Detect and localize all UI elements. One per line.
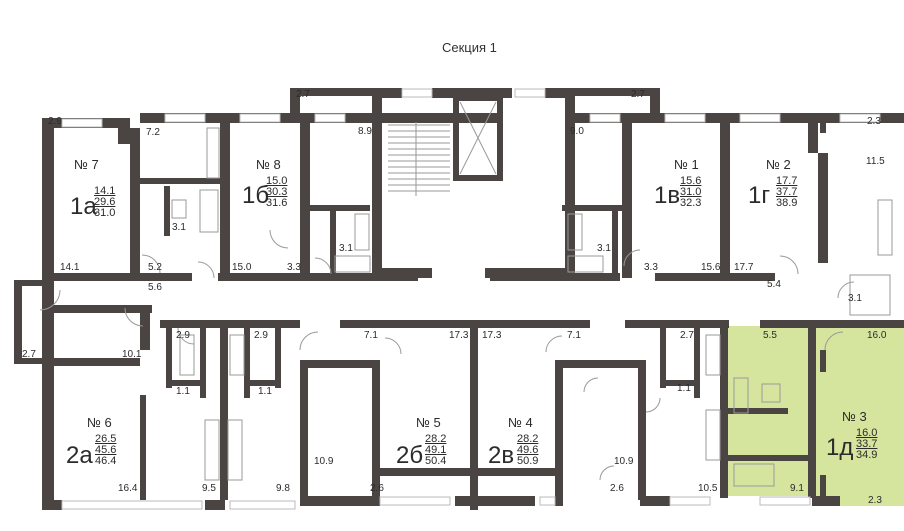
apartment-3-areas: 16.0 33.7 34.9 (856, 428, 877, 461)
apartment-2-area-living: 17.7 (776, 175, 798, 187)
apartment-5-type: 2б (396, 442, 424, 469)
room-label: 9.8 (276, 483, 290, 494)
apartment-5-number: № 5 (416, 415, 441, 430)
room-label: 2.6 (370, 483, 384, 494)
apartment-4-area-living: 28.2 (517, 433, 539, 445)
apartment-4-area-total: 49.6 (517, 444, 539, 456)
apartment-2-number: № 2 (766, 157, 791, 172)
room-label: 7.2 (146, 127, 160, 138)
room-label: 3.1 (848, 293, 862, 304)
room-label: 1.1 (677, 383, 691, 394)
apartment-8-areas: 15.0 30.3 31.6 (266, 176, 287, 209)
room-label: 1.1 (176, 386, 190, 397)
apartment-8-area-total: 30.3 (266, 186, 288, 198)
room-label: 9.5 (202, 483, 216, 494)
apartment-3-area-living: 16.0 (856, 427, 878, 439)
apartment-6-number: № 6 (87, 415, 112, 430)
room-label: 9.0 (570, 126, 584, 137)
room-label: 5.6 (148, 282, 162, 293)
apartment-8-area-full: 31.6 (266, 197, 288, 209)
room-label: 1.1 (258, 386, 272, 397)
apartment-7-area-total: 29.6 (94, 196, 116, 208)
apartment-3-area-total: 33.7 (856, 438, 878, 450)
apartment-3-number: № 3 (842, 409, 867, 424)
staircase (388, 101, 497, 196)
room-label: 10.1 (122, 349, 142, 360)
apartment-5-areas: 28.2 49.1 50.4 (425, 434, 446, 467)
room-label: 7.1 (364, 330, 378, 341)
apartment-3-type: 1д (826, 434, 854, 461)
room-label: 10.5 (698, 483, 718, 494)
apartment-2-areas: 17.7 37.7 38.9 (776, 176, 797, 209)
room-label: 5.5 (763, 330, 777, 341)
apartment-4-area-full: 50.9 (517, 455, 539, 467)
apartment-1-area-living: 15.6 (680, 175, 702, 187)
room-label: 15.6 (701, 262, 721, 273)
apartment-7-type: 1а (70, 193, 97, 220)
room-label: 3.1 (172, 222, 186, 233)
apartment-3-area-full: 34.9 (856, 449, 878, 461)
room-label: 10.9 (614, 456, 634, 467)
apartment-8-number: № 8 (256, 157, 281, 172)
apartment-5-area-full: 50.4 (425, 455, 447, 467)
apartment-4-type: 2в (488, 442, 515, 469)
apartment-2-type: 1г (748, 182, 771, 209)
apartment-8-type: 1б (242, 182, 270, 209)
room-label: 11.5 (866, 156, 885, 167)
room-label: 16.4 (118, 483, 138, 494)
room-label: 2.3 (867, 116, 881, 127)
room-label: 16.0 (867, 330, 887, 341)
room-label: 2.6 (610, 483, 624, 494)
apartment-4-areas: 28.2 49.6 50.9 (517, 434, 538, 467)
section-title: Секция 1 (442, 40, 497, 55)
room-label: 3.3 (644, 262, 658, 273)
room-label: 2.7 (22, 349, 36, 360)
fixtures (171, 127, 893, 487)
apartment-8-area-living: 15.0 (266, 175, 288, 187)
room-label: 17.3 (482, 330, 502, 341)
apartment-1-area-full: 32.3 (680, 197, 702, 209)
apartment-5-area-living: 28.2 (425, 433, 447, 445)
apartment-6-type: 2а (66, 442, 93, 469)
apartment-6-area-full: 46.4 (95, 455, 117, 467)
apartment-2-area-total: 37.7 (776, 186, 798, 198)
windows (61, 88, 881, 510)
room-label: 9.1 (790, 483, 804, 494)
apartment-4-number: № 4 (508, 415, 533, 430)
room-label: 7.1 (567, 330, 581, 341)
apartment-2-area-full: 38.9 (776, 197, 798, 209)
room-label: 17.7 (734, 262, 754, 273)
room-label: 5.4 (767, 279, 781, 290)
apartment-7-area-full: 31.0 (94, 207, 116, 219)
room-label: 2.9 (254, 330, 268, 341)
apartment-1-type: 1в (654, 182, 681, 209)
room-label: 2.9 (176, 330, 190, 341)
room-label: 5.2 (148, 262, 162, 273)
room-label: 14.1 (60, 262, 80, 273)
apartment-7-number: № 7 (74, 157, 99, 172)
apartment-1-areas: 15.6 31.0 32.3 (680, 176, 701, 209)
room-label: 2.9 (48, 116, 62, 127)
room-label: 8.9 (358, 126, 372, 137)
apartment-7-areas: 14.1 29.6 31.0 (94, 186, 115, 219)
apartment-5-area-total: 49.1 (425, 444, 447, 456)
apartment-7-area-living: 14.1 (94, 185, 116, 197)
apartment-1-number: № 1 (674, 157, 699, 172)
room-label: 3.3 (287, 262, 301, 273)
room-label: 3.1 (339, 243, 353, 254)
room-label: 2.7 (631, 89, 645, 100)
apartment-6-area-living: 26.5 (95, 433, 117, 445)
room-label: 15.0 (232, 262, 252, 273)
room-label: 2.3 (868, 495, 882, 506)
room-label: 10.9 (314, 456, 334, 467)
room-label: 3.1 (597, 243, 611, 254)
apartment-1-area-total: 31.0 (680, 186, 702, 198)
apartment-6-areas: 26.5 45.6 46.4 (95, 434, 116, 467)
room-label: 17.3 (449, 330, 469, 341)
room-label: 2.7 (296, 89, 310, 100)
apartment-6-area-total: 45.6 (95, 444, 117, 456)
door-swings (39, 229, 855, 481)
room-label: 2.7 (680, 330, 694, 341)
